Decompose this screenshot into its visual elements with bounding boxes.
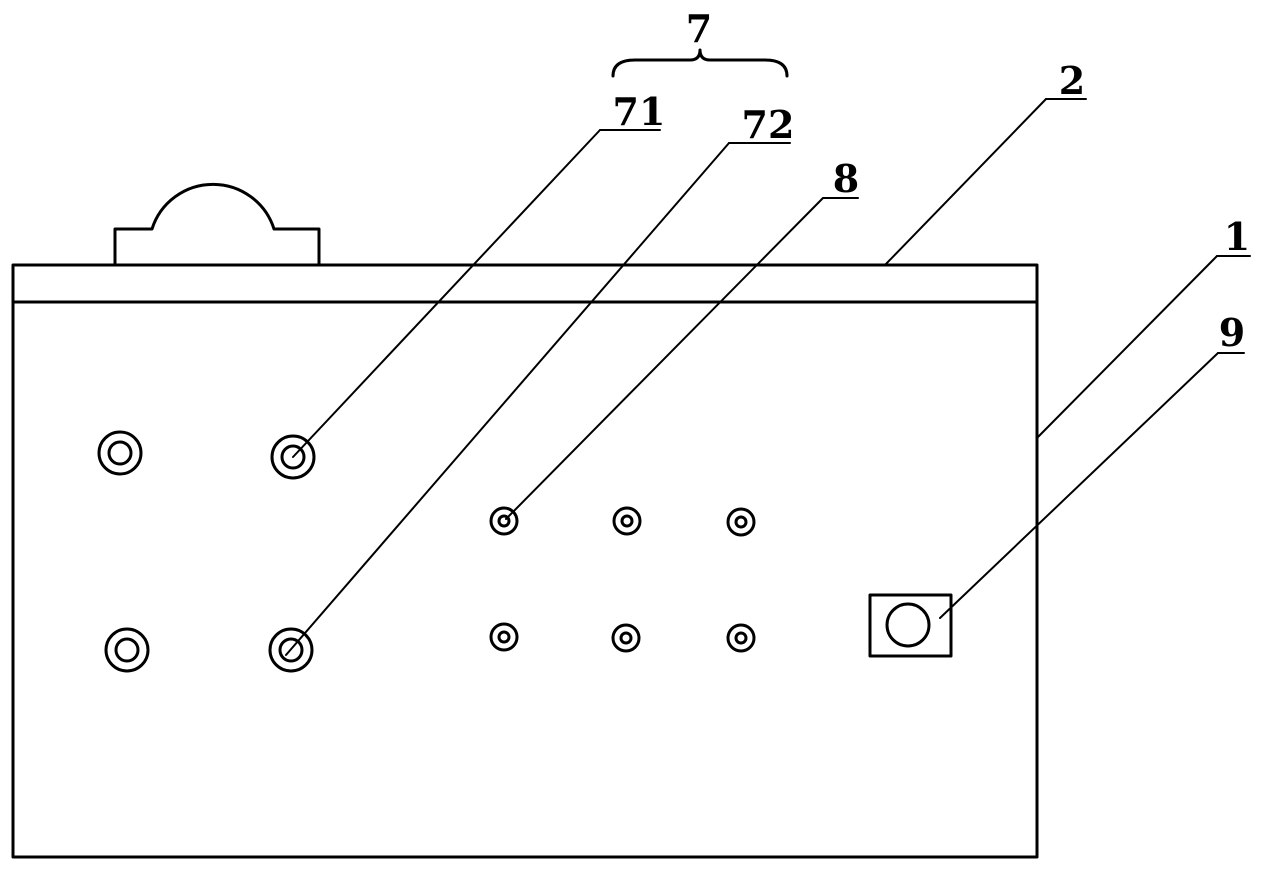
leader-8 bbox=[505, 197, 859, 520]
leader-1 bbox=[1036, 255, 1251, 439]
small-port bbox=[489, 622, 519, 652]
small-port bbox=[726, 623, 756, 653]
leader-71 bbox=[292, 129, 661, 458]
large-port-72 bbox=[268, 627, 314, 673]
leader-72 bbox=[285, 142, 791, 656]
small-port bbox=[611, 623, 641, 653]
large-port-71 bbox=[270, 434, 316, 480]
label-71: 71 bbox=[613, 89, 666, 134]
label-9: 9 bbox=[1219, 310, 1245, 355]
large-port-bottom-left bbox=[104, 627, 150, 673]
small-port bbox=[612, 506, 642, 536]
label-1: 1 bbox=[1224, 214, 1250, 259]
label-7: 7 bbox=[686, 6, 712, 51]
leader-2 bbox=[884, 98, 1087, 266]
group-7-brace bbox=[611, 48, 789, 78]
square-socket-9 bbox=[868, 593, 953, 658]
label-8: 8 bbox=[833, 156, 859, 201]
large-port-top-left bbox=[97, 430, 143, 476]
housing-body bbox=[11, 263, 1039, 859]
top-handle bbox=[113, 182, 321, 267]
label-72: 72 bbox=[742, 102, 795, 147]
label-2: 2 bbox=[1059, 58, 1085, 103]
small-port bbox=[726, 507, 756, 537]
small-port-8 bbox=[489, 506, 519, 536]
leader-9 bbox=[939, 352, 1245, 619]
